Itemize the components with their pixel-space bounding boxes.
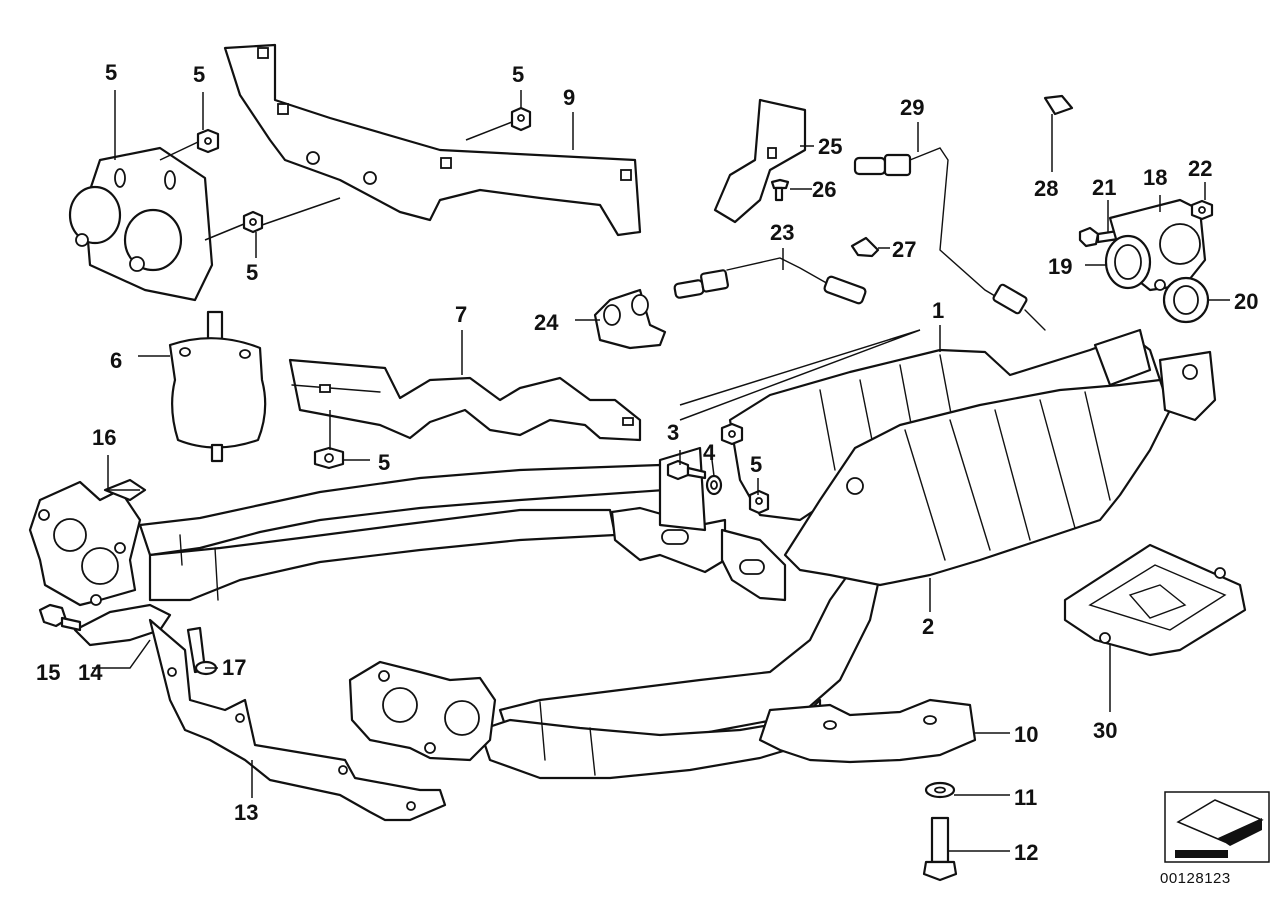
callout-4: 4 [703,440,716,465]
callout-24: 24 [534,310,559,335]
part-9-crossmember[interactable] [223,43,642,237]
callout-28: 28 [1034,176,1058,201]
part-20-gasket-ring[interactable] [1162,276,1210,324]
callout-14: 14 [78,660,103,685]
part-17-bolt[interactable] [186,626,218,676]
part-24-holder[interactable] [593,288,667,350]
orientation-arrow-box [1164,791,1270,863]
callout-26: 26 [812,177,836,202]
callout-5: 5 [246,260,258,285]
part-15-bolt[interactable] [38,603,82,632]
callout-21: 21 [1092,175,1116,200]
callout-labels: 5 5 5 9 5 6 7 5 16 15 14 17 13 3 4 5 1 2… [36,60,1258,865]
callout-5: 5 [750,452,762,477]
callout-5: 5 [378,450,390,475]
part-5-nut[interactable] [196,128,220,154]
callout-29: 29 [900,95,924,120]
callout-30: 30 [1093,718,1117,743]
part-2-catalytic-converter[interactable] [783,350,1217,587]
part-16-front-flange[interactable] [28,480,142,607]
callout-2: 2 [922,614,934,639]
part-7-heat-shield-bracket[interactable] [288,358,642,442]
catalog-number: 00128123 [1160,870,1231,887]
callout-8: 5 [105,60,117,85]
part-11-washer[interactable] [924,781,956,799]
part-4-washer[interactable] [705,474,723,496]
part-25-heat-shield[interactable] [713,98,807,224]
callout-23: 23 [770,220,794,245]
part-3-bolt[interactable] [666,459,707,481]
part-30-cover[interactable] [1063,543,1247,657]
callout-25: 25 [818,134,842,159]
callout-10: 10 [1014,722,1038,747]
part-5-nut[interactable] [313,446,345,470]
callout-1: 1 [932,298,944,323]
part-10-bracket[interactable] [758,698,977,764]
callout-3: 3 [667,420,679,445]
callout-12: 12 [1014,840,1038,865]
part-22-nut[interactable] [1190,199,1214,221]
callout-5: 5 [512,62,524,87]
callout-16: 16 [92,425,116,450]
part-5-nut[interactable] [510,106,532,132]
part-flange-lower[interactable] [348,660,497,762]
callout-18: 18 [1143,165,1167,190]
part-29-oxygen-sensor[interactable] [853,147,1046,331]
callout-6: 6 [110,348,122,373]
front-exhaust-pipe-upper[interactable] [138,463,667,602]
part-23-oxygen-sensor[interactable] [673,257,867,305]
arrow-icon [1175,818,1262,858]
part-28-clip[interactable] [1043,94,1074,116]
part-6-rubber-mount[interactable] [168,310,267,463]
part-5-nut[interactable] [748,489,770,515]
part-13-bracket[interactable] [148,618,447,822]
callout-5: 5 [193,62,205,87]
part-8-mount-bracket[interactable] [68,146,214,302]
part-12-bolt[interactable] [922,816,958,882]
callout-27: 27 [892,237,916,262]
callout-17: 17 [222,655,246,680]
part-5-nut[interactable] [720,422,744,446]
callout-15: 15 [36,660,60,685]
part-19-gasket-ring[interactable] [1104,234,1152,290]
callout-20: 20 [1234,289,1258,314]
part-26-screw[interactable] [770,178,790,202]
leader-lines [92,90,1230,852]
callout-9: 9 [563,85,575,110]
callout-13: 13 [234,800,258,825]
callout-11: 11 [1014,785,1037,810]
callout-19: 19 [1048,254,1072,279]
part-27-clip[interactable] [850,236,880,258]
callout-7: 7 [455,302,467,327]
part-5-nut[interactable] [242,210,264,234]
callout-22: 22 [1188,156,1212,181]
